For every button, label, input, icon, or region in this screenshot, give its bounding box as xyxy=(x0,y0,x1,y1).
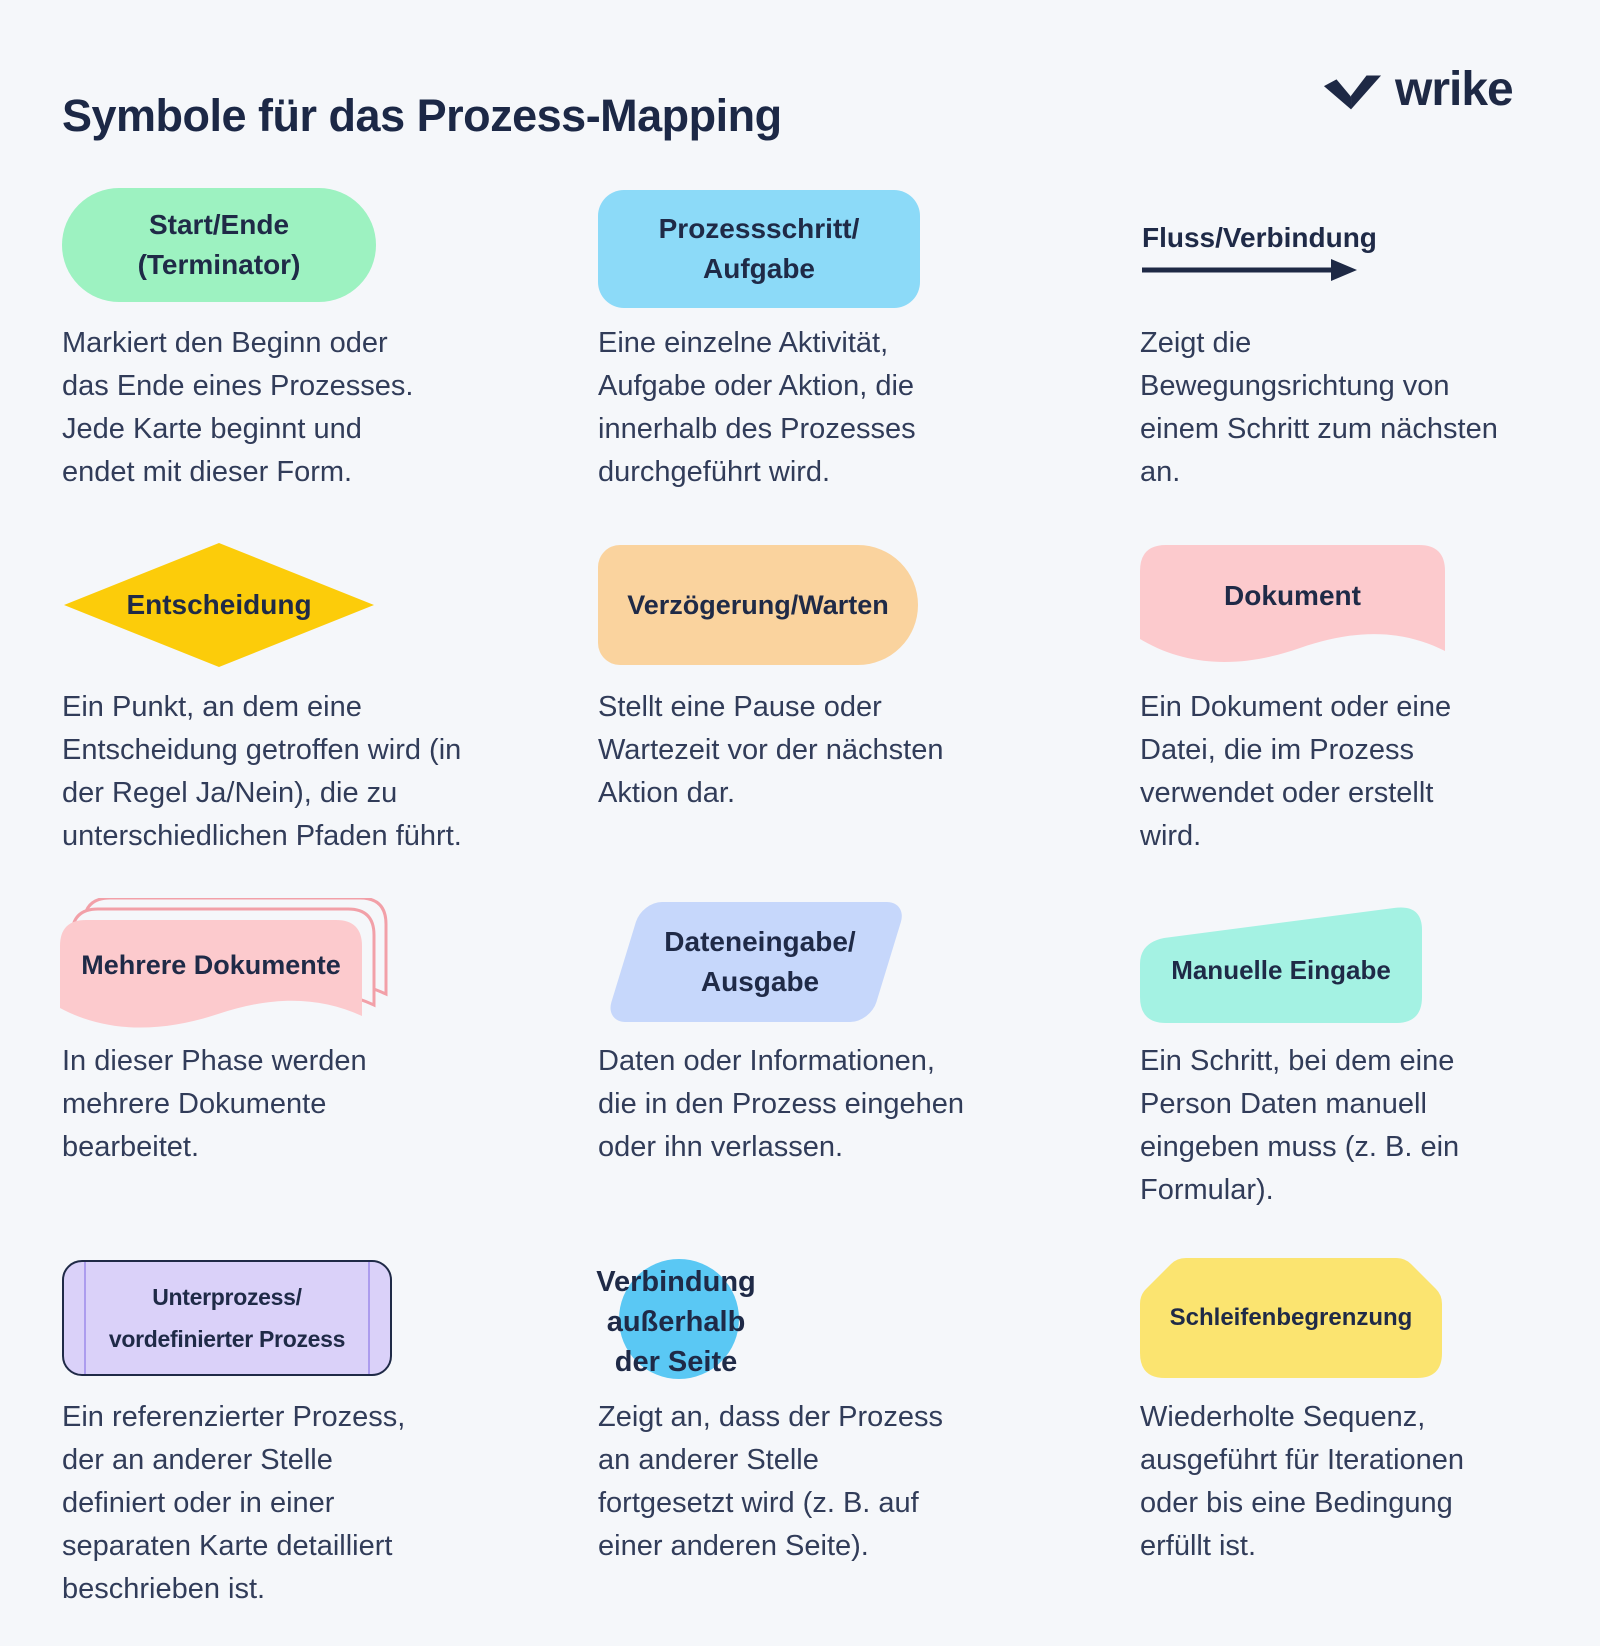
shape-label-line: vordefinierter Prozess xyxy=(108,1326,346,1352)
manual-input-description: Ein Schritt, bei dem eine Person Daten m… xyxy=(1140,1045,1460,1206)
shape-label-line: (Terminator) xyxy=(137,249,301,280)
terminator-shape: Start/Ende (Terminator) xyxy=(62,188,376,302)
process-step-description: Eine einzelne Aktivität, Aufgabe oder Ak… xyxy=(598,327,916,488)
manual-input-shape xyxy=(1140,907,1422,1023)
shape-label-line: Ausgabe xyxy=(700,966,820,997)
brand-name: wrike xyxy=(1395,63,1514,116)
shape-label-line: Mehrere Dokumente xyxy=(81,950,341,980)
off-page-circle-shape xyxy=(619,1259,739,1379)
loop-limit-shape xyxy=(1140,1258,1442,1378)
off-page-description: Zeigt an, dass der Prozess an anderer St… xyxy=(598,1401,943,1562)
shape-label-line: Prozessschritt/ xyxy=(658,213,860,244)
off-page-label: Verbindung außerhalb der Seite xyxy=(576,1262,776,1382)
shape-label-line: der Seite xyxy=(614,1346,738,1378)
brand-logo: wrike xyxy=(1322,62,1514,117)
page-title: Symbole für das Prozess-Mapping xyxy=(62,90,782,142)
data-io-description: Daten oder Informationen, die in den Pro… xyxy=(598,1045,964,1163)
loop-limit-description: Wiederholte Sequenz, ausgeführt für Iter… xyxy=(1140,1401,1465,1562)
decision-description: Ein Punkt, an dem eine Entscheidung getr… xyxy=(62,691,462,852)
delay-description: Stellt eine Pause oder Wartezeit vor der… xyxy=(598,691,944,809)
manual-input-label: Manuelle Eingabe xyxy=(1140,917,1422,1023)
subprocess-left-line xyxy=(84,1262,86,1374)
subprocess-shape: Unterprozess/ vordefinierter Prozess xyxy=(62,1260,392,1376)
loop-limit-label: Schleifenbegrenzung xyxy=(1140,1258,1442,1378)
shape-label-line: Verbindung xyxy=(596,1266,756,1298)
shape-label-line: Schleifenbegrenzung xyxy=(1169,1304,1413,1331)
delay-shape xyxy=(598,545,918,665)
document-shape xyxy=(1140,545,1445,662)
flow-connector-label: Fluss/Verbindung xyxy=(1142,222,1377,253)
decision-shape xyxy=(64,543,374,667)
shape-label-line: Unterprozess/ xyxy=(152,1284,302,1310)
delay-label: Verzögerung/Warten xyxy=(598,545,918,665)
shape-label-line: Aufgabe xyxy=(703,253,815,284)
decision-label: Entscheidung xyxy=(64,543,374,667)
document-label: Dokument xyxy=(1140,545,1445,647)
multiple-documents-label: Mehrere Dokumente xyxy=(60,920,362,1010)
flow-arrow-icon xyxy=(1142,259,1357,281)
multiple-documents-description: In dieser Phase werden mehrere Dokumente… xyxy=(62,1045,367,1163)
flow-connector-description: Zeigt die Bewegungsrichtung von einem Sc… xyxy=(1140,327,1498,488)
shape-label-line: Dateneingabe/ xyxy=(664,926,856,957)
process-step-shape: Prozessschritt/ Aufgabe xyxy=(598,190,920,308)
shape-label-line: Verzögerung/Warten xyxy=(627,590,889,620)
shape-label-line: Start/Ende xyxy=(148,209,290,240)
shape-label-line: außerhalb xyxy=(606,1306,746,1338)
shape-label-line: Dokument xyxy=(1224,580,1361,611)
terminator-description: Markiert den Beginn oder das Ende eines … xyxy=(62,327,414,488)
data-io-label: Dateneingabe/ Ausgabe xyxy=(605,902,915,1022)
subprocess-right-line xyxy=(368,1262,370,1374)
shape-label-line: Manuelle Eingabe xyxy=(1171,955,1391,985)
wrike-logo-icon xyxy=(1323,74,1382,109)
shape-label-line: Entscheidung xyxy=(126,589,312,620)
multiple-documents-shape xyxy=(60,898,388,1028)
subprocess-description: Ein referenzierter Prozess, der an ander… xyxy=(62,1401,406,1605)
document-description: Ein Dokument oder eine Datei, die im Pro… xyxy=(1140,691,1452,852)
